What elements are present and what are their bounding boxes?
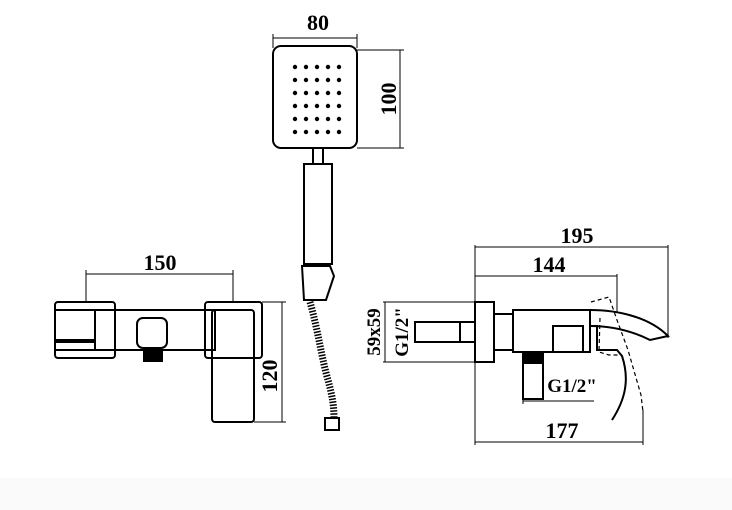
nozzle-dot <box>292 103 298 109</box>
overall-depth-label: 195 <box>561 223 594 248</box>
wall-plate-label: 59x59 <box>364 308 385 356</box>
nozzle-dot <box>336 77 342 83</box>
nozzle-dot <box>292 90 298 96</box>
nozzle-dot <box>292 64 298 70</box>
nozzle-dot <box>336 129 342 135</box>
nozzle-dot <box>314 116 320 122</box>
nozzle-dot <box>336 90 342 96</box>
lever <box>590 325 627 421</box>
nozzle-dot <box>325 116 331 122</box>
nozzle-dot <box>314 77 320 83</box>
spray-nozzles <box>292 64 342 135</box>
shower-holder <box>300 265 336 301</box>
spout-depth-label: 177 <box>546 418 579 443</box>
hand-shower-width-label: 80 <box>307 10 329 35</box>
nozzle-dot <box>303 77 309 83</box>
nozzle-dot <box>303 90 309 96</box>
nozzle-dot <box>303 103 309 109</box>
nozzle-dot <box>292 116 298 122</box>
nozzle-dot <box>325 129 331 135</box>
nozzle-dot <box>303 116 309 122</box>
front-width-label: 150 <box>144 250 177 275</box>
nozzle-dot <box>314 64 320 70</box>
nozzle-dot <box>314 103 320 109</box>
nozzle-dot <box>314 90 320 96</box>
front-height-label: 120 <box>257 360 282 393</box>
wall-thread-label: G1/2" <box>392 307 413 357</box>
spout <box>589 309 670 342</box>
nozzle-dot <box>292 129 298 135</box>
nozzle-dot <box>303 64 309 70</box>
nozzle-dot <box>325 77 331 83</box>
nozzle-dot <box>325 103 331 109</box>
hose-nut <box>324 417 340 431</box>
nozzle-dot <box>336 64 342 70</box>
outlet-thread-label: G1/2" <box>547 376 597 397</box>
nozzle-dot <box>325 64 331 70</box>
nozzle-dot <box>314 129 320 135</box>
side-view: 195 144 177 59x59 G1/2" G1/2" <box>364 223 670 445</box>
nozzle-dot <box>325 90 331 96</box>
nozzle-dot <box>303 129 309 135</box>
nozzle-dot <box>292 77 298 83</box>
hose <box>306 301 338 419</box>
bottom-band <box>0 478 732 510</box>
hand-shower: 80 100 <box>272 10 404 431</box>
body-depth-label: 144 <box>533 252 566 277</box>
nozzle-dot <box>336 116 342 122</box>
hand-shower-height-label: 100 <box>376 83 401 116</box>
front-view: 150 120 <box>54 250 286 423</box>
nozzle-dot <box>336 103 342 109</box>
